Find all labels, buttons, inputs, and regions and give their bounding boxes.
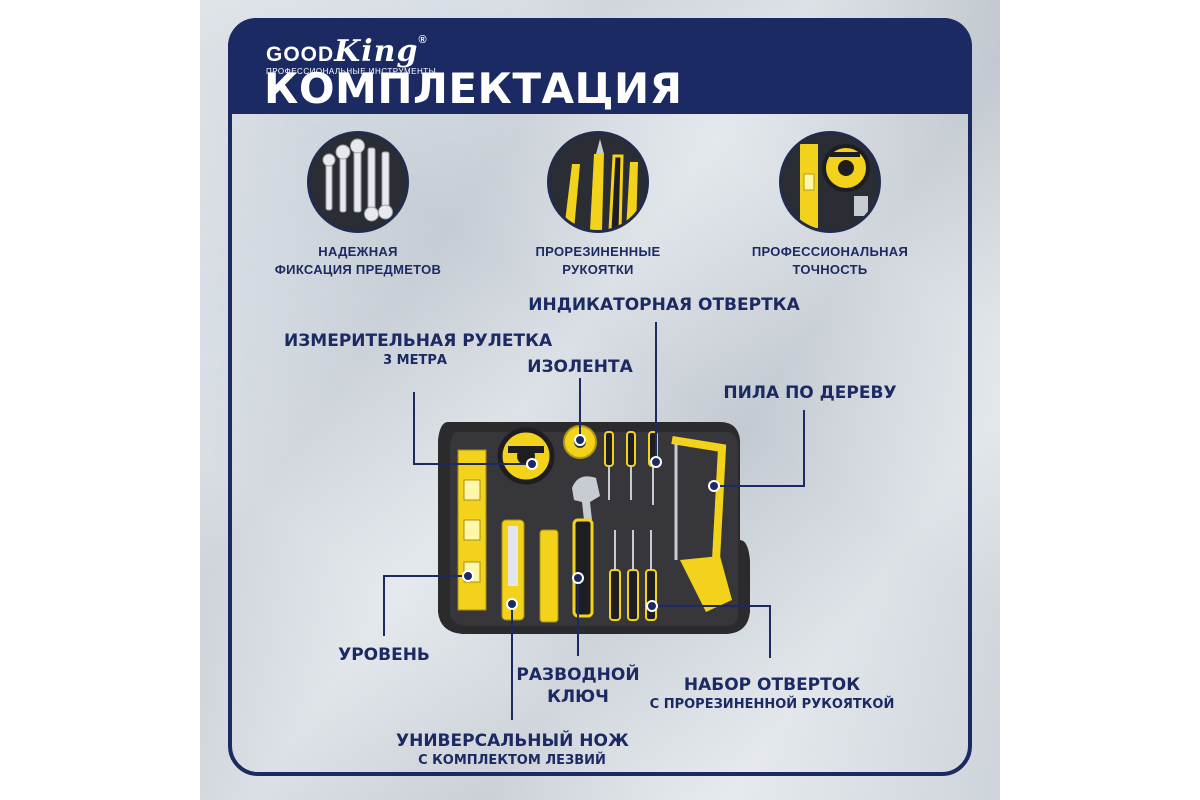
utility-knife [501, 519, 559, 623]
feature-label-line1: ПРОФЕССИОНАЛЬНАЯ [751, 244, 909, 259]
callout-wood-saw: ПИЛА ПО ДЕРЕВУ [720, 382, 900, 404]
brand-tagline: ПРОФЕССИОНАЛЬНЫЕ ИНСТРУМЕНТЫ [266, 67, 437, 76]
feature-label-line2: РУКОЯТКИ [562, 262, 634, 277]
callout-tape-measure-subtitle: 3 МЕТРА [383, 353, 447, 368]
brand-name-part2: King [334, 34, 419, 69]
callout-screwdriver-set: НАБОР ОТВЕРТОК С ПРОРЕЗИНЕННОЙ РУКОЯТКОЙ [634, 674, 910, 714]
tape-measure [497, 427, 555, 485]
screwdriver-set [609, 569, 657, 621]
callout-adjustable-wrench-line1: РАЗВОДНОЙ [516, 665, 640, 685]
feature-label-line1: ПРОРЕЗИНЕННЫЕ [535, 244, 661, 259]
feature-professional-accuracy: ПРОФЕССИОНАЛЬНАЯ ТОЧНОСТЬ [730, 131, 930, 279]
callout-wood-saw-title: ПИЛА ПО ДЕРЕВУ [723, 383, 897, 403]
tool-case-tray [450, 432, 738, 626]
brand-name: GOODKing® [266, 34, 436, 69]
callout-tape-measure-title: ИЗМЕРИТЕЛЬНАЯ РУЛЕТКА [284, 331, 553, 351]
callout-adjustable-wrench: РАЗВОДНОЙ КЛЮЧ [508, 664, 648, 708]
callout-insulating-tape: ИЗОЛЕНТА [520, 356, 640, 378]
callout-voltage-screwdriver: ИНДИКАТОРНАЯ ОТВЕРТКА [520, 294, 808, 316]
registered-mark: ® [418, 34, 428, 46]
callout-level-title: УРОВЕНЬ [338, 645, 430, 665]
feature-label-line2: ТОЧНОСТЬ [792, 262, 868, 277]
callout-level: УРОВЕНЬ [334, 644, 434, 666]
feature-rubberized-handles: ПРОРЕЗИНЕННЫЕ РУКОЯТКИ [498, 131, 698, 279]
feature-label: НАДЕЖНАЯ ФИКСАЦИЯ ПРЕДМЕТОВ [258, 243, 458, 279]
brand-logo: GOODKing® ПРОФЕССИОНАЛЬНЫЕ ИНСТРУМЕНТЫ [266, 34, 436, 76]
callout-insulating-tape-title: ИЗОЛЕНТА [527, 357, 633, 377]
feature-secure-fixation: НАДЕЖНАЯ ФИКСАЦИЯ ПРЕДМЕТОВ [258, 131, 458, 279]
header-banner: GOODKing® ПРОФЕССИОНАЛЬНЫЕ ИНСТРУМЕНТЫ К… [228, 18, 972, 114]
tape-measure-level-icon [779, 131, 881, 233]
feature-label-line2: ФИКСАЦИЯ ПРЕДМЕТОВ [274, 262, 442, 277]
feature-label: ПРОФЕССИОНАЛЬНАЯ ТОЧНОСТЬ [730, 243, 930, 279]
leader-lines [383, 322, 805, 720]
precision-screwdrivers-top [604, 431, 658, 467]
spirit-level [457, 449, 487, 611]
callout-utility-knife-title: УНИВЕРСАЛЬНЫЙ НОЖ [396, 731, 629, 751]
brand-name-part1: GOOD [266, 43, 335, 66]
callout-adjustable-wrench-line2: КЛЮЧ [547, 687, 609, 707]
callout-utility-knife: УНИВЕРСАЛЬНЫЙ НОЖ С КОМПЛЕКТОМ ЛЕЗВИЙ [396, 730, 629, 770]
callout-screwdriver-set-title: НАБОР ОТВЕРТОК [683, 675, 861, 695]
feature-label-line1: НАДЕЖНАЯ [318, 244, 398, 259]
callout-tape-measure: ИЗМЕРИТЕЛЬНАЯ РУЛЕТКА 3 МЕТРА [284, 330, 553, 370]
pliers-handles-icon [547, 131, 649, 233]
page-title: КОМПЛЕКТАЦИЯ [264, 64, 683, 113]
callout-voltage-screwdriver-title: ИНДИКАТОРНАЯ ОТВЕРТКА [528, 295, 800, 315]
callout-dots [462, 434, 720, 612]
wrenches-icon [307, 131, 409, 233]
callout-screwdriver-set-subtitle: С ПРОРЕЗИНЕННОЙ РУКОЯТКОЙ [649, 697, 895, 712]
feature-label: ПРОРЕЗИНЕННЫЕ РУКОЯТКИ [498, 243, 698, 279]
callout-utility-knife-subtitle: С КОМПЛЕКТОМ ЛЕЗВИЙ [418, 753, 606, 768]
